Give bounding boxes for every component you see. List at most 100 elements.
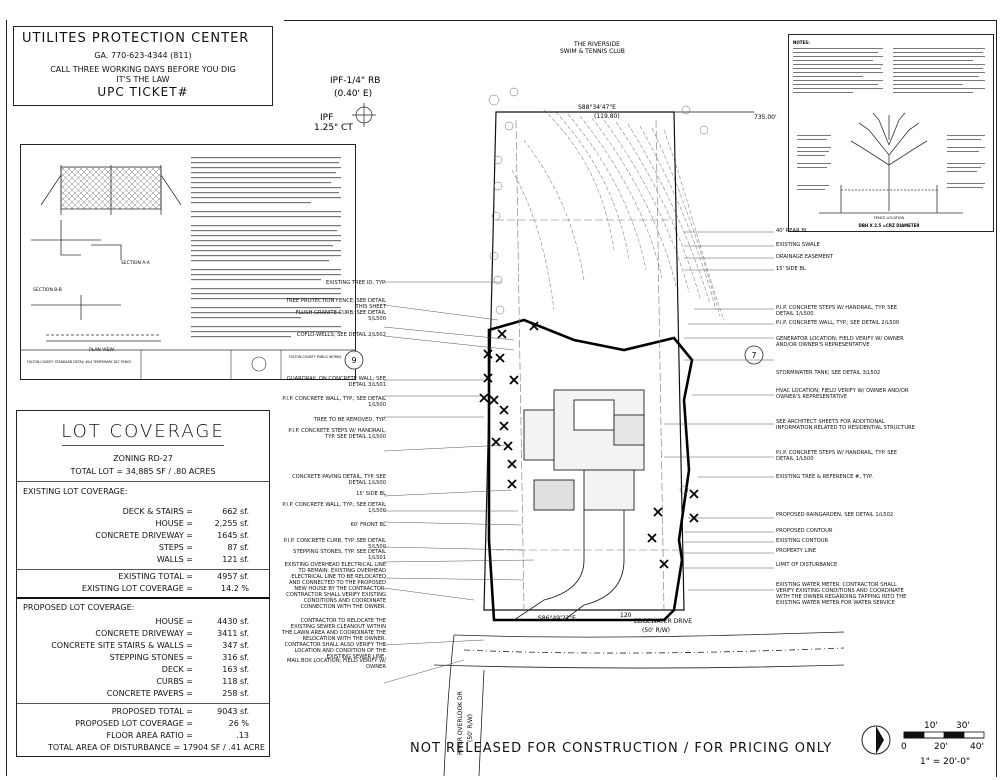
- street-edge: [433, 631, 845, 669]
- annotation-note: P.I.P. CONCRETE STEPS W/ HANDRAIL, TYP. …: [776, 450, 898, 462]
- annotation-note: PROPOSED CONTOUR: [776, 528, 833, 534]
- silt-fence-detail: SECTION A-A SECTION B-B PLAN VIEW FULTON…: [20, 144, 356, 380]
- silt-fence-agency: FULTON COUNTY PUBLIC WORKS: [289, 355, 341, 359]
- annotation-note: 15' SIDE BL: [356, 491, 386, 497]
- dist-top: (119.80): [594, 113, 620, 120]
- annotation-note: 60' FRONT BL: [350, 522, 387, 528]
- scale-text: 1" = 20'-0": [920, 757, 970, 767]
- sheet-border-left: [6, 20, 7, 776]
- zoning-label: ZONING RD-27: [113, 454, 173, 463]
- annotation-note: GUARDRAIL ON CONCRETE WALL; SEE DETAIL 3…: [286, 376, 386, 388]
- annotation-note: 15' SIDE BL: [776, 266, 806, 272]
- annotation-note: LIMIT OF DISTURBANCE: [776, 562, 838, 568]
- annotation-note: EXISTING OVERHEAD ELECTRICAL LINE TO REM…: [284, 562, 386, 610]
- scale-40: 40': [970, 742, 984, 752]
- sheet-border: [284, 20, 997, 777]
- annotation-note: TREE PROTECTION FENCE; SEE DETAIL THIS S…: [285, 298, 386, 310]
- fence-section: [31, 220, 161, 342]
- site-plan: EDGEWATER DRIVE (50' R/W) RIVER OVERLOOK…: [314, 41, 985, 776]
- existing-heading: EXISTING LOT COVERAGE:: [23, 487, 128, 496]
- upc-title: UTILITES PROTECTION CENTER: [22, 31, 250, 46]
- annotation-note: STEPPING STONES, TYP. SEE DETAIL 1/L501: [293, 549, 386, 561]
- annotation-note: STORMWATER TANK; SEE DETAIL 3/L502: [776, 370, 881, 376]
- upc-call: CALL THREE WORKING DAYS BEFORE YOU DIG: [50, 65, 236, 74]
- annotation-note: EXISTING WATER METER. CONTRACTOR SHALL V…: [776, 582, 907, 606]
- annotation-note: SEE ARCHITECT SHEETS FOR ADDITIONAL INFO…: [776, 419, 916, 431]
- north-arrow-icon: [861, 725, 891, 755]
- annotation-note: EXISTING CONTOUR: [776, 538, 829, 544]
- upc-phone: GA. 770-623-4344 (811): [94, 51, 192, 60]
- tree-icon: [850, 112, 928, 211]
- section-bb-label: SECTION B-B: [33, 287, 62, 293]
- dist-top-right: 735.00': [754, 114, 777, 121]
- silt-fence-footer: FULTON COUNTY STANDARD DETAIL #04 TEMPOR…: [27, 360, 131, 364]
- scale-0: 0: [901, 742, 907, 752]
- annotation-note: P.I.P. CONCRETE STEPS W/ HANDRAIL, TYP. …: [776, 305, 898, 317]
- tree-notes-text: [793, 48, 985, 93]
- annotation-note: HVAC LOCATION; FIELD VERIFY W/ OWNER AND…: [776, 388, 909, 400]
- scale-bar: [903, 731, 985, 739]
- annotation-note: EXISTING TREE & REFERENCE #, TYP.: [776, 474, 873, 480]
- annotation-note: PROPERTY LINE: [776, 548, 817, 554]
- annotation-note: P.I.P. CONCRETE WALL, TYP.; SEE DETAIL 2…: [776, 320, 900, 326]
- driveway: [513, 510, 625, 621]
- annotation-note: P.I.P. CONCRETE WALL, TYP.; SEE DETAIL 1…: [282, 502, 386, 514]
- scale-30: 30': [956, 721, 970, 731]
- disturbance-row: TOTAL AREA OF DISTURBANCE = 17904 SF / .…: [48, 743, 265, 752]
- annotation-note: CONCRETE PAVING DETAIL, TYP. SEE DETAIL …: [292, 474, 386, 486]
- ipf-ct: IPF: [320, 113, 333, 123]
- house-footprint: [523, 389, 645, 511]
- ipf-marker-icon: [352, 103, 376, 127]
- club-name-2: SWIM & TENNIS CLUB: [560, 48, 625, 55]
- annotation-note: TREE TO BE REMOVED, TYP.: [313, 417, 386, 423]
- side-setback-right: [655, 119, 665, 611]
- total-lot-label: TOTAL LOT = 34,885 SF / .80 ACRES: [70, 467, 216, 476]
- callout-9-circle: [344, 350, 364, 370]
- annotation-note: FLUSH GRANITE CURB; SEE DETAIL 5/L500: [295, 310, 386, 322]
- scale-10: 10': [924, 721, 938, 731]
- annotation-note: PROPOSED RAINGARDEN, SEE DETAIL 1/L502: [776, 512, 894, 518]
- annotation-note: P.I.P. CONCRETE STEPS W/ HANDRAIL, TYP. …: [288, 428, 386, 440]
- county-seal-icon: [251, 356, 267, 372]
- existing-trees: [488, 87, 709, 495]
- upc-ticket: UPC TICKET#: [97, 85, 189, 99]
- side-street-edge: [443, 634, 485, 776]
- ipf-offset: (0.40' E): [334, 89, 372, 99]
- existing-contours: [511, 109, 725, 321]
- ipf-top: IPF-1/4" RB: [330, 76, 380, 86]
- bearing-bottom: S86°49'22"E: [538, 615, 576, 622]
- upc-law: IT'S THE LAW: [116, 75, 170, 84]
- club-name: THE RIVERSIDE: [573, 41, 620, 48]
- annotation-note: COFLO-WELLS; SEE DETAIL 2/L502: [296, 332, 386, 338]
- annotation-note: 40' REAR BL: [776, 228, 808, 234]
- callout-9: 9: [351, 356, 356, 365]
- bearing-top: S88°34'47"E: [578, 104, 616, 111]
- pricing-banner: NOT RELEASED FOR CONSTRUCTION / FOR PRIC…: [410, 741, 833, 756]
- street-row: (50' R/W): [642, 627, 670, 634]
- annotation-note: P.I.P. CONCRETE WALL, TYP.; SEE DETAIL 1…: [282, 396, 386, 408]
- annotation-note: EXISTING SWALE: [776, 242, 820, 248]
- lot-coverage-table: LOT COVERAGE ZONING RD-27 TOTAL LOT = 34…: [16, 410, 270, 757]
- annotation-note: P.I.P. CONCRETE CURB, TYP. SEE DETAIL 5/…: [283, 538, 386, 550]
- annotation-note: DRAINAGE EASEMENT: [776, 254, 833, 260]
- silt-fence-drawing: SECTION A-A SECTION B-B PLAN VIEW FULTON…: [21, 157, 355, 379]
- street-name: EDGEWATER DRIVE: [634, 618, 692, 625]
- ipf-ct2: 1.25" CT: [314, 123, 353, 133]
- tree-notes-heading: NOTES:: [793, 40, 810, 45]
- dist-bottom: 120: [620, 612, 632, 619]
- side-setback-left: [515, 119, 525, 611]
- silt-fence-notes: [191, 157, 341, 338]
- side-street-row: (50' R/W): [467, 714, 474, 742]
- annotation-note: CONTRACTOR TO RELOCATE THE EXISTING SEWE…: [282, 618, 387, 660]
- fence-posts: [819, 185, 963, 214]
- annotation-note: EXISTING TREE ID, TYP.: [325, 280, 386, 286]
- annotation-note: GENERATOR LOCATION; FIELD VERIFY W/ OWNE…: [776, 336, 904, 348]
- scale-20: 20': [934, 742, 948, 752]
- tree-protection-drawing: NOTES: FENCE LOC: [793, 40, 985, 228]
- dbh-label: DBH X 2.5 =CRZ DIAMETER: [859, 223, 920, 228]
- callout-7: 7: [751, 351, 756, 360]
- trees-to-remove: [479, 321, 699, 569]
- lot-coverage-title: LOT COVERAGE: [61, 421, 225, 442]
- fence-location-label: FENCE LOCATION: [874, 216, 905, 220]
- callout-7-circle: [744, 345, 764, 365]
